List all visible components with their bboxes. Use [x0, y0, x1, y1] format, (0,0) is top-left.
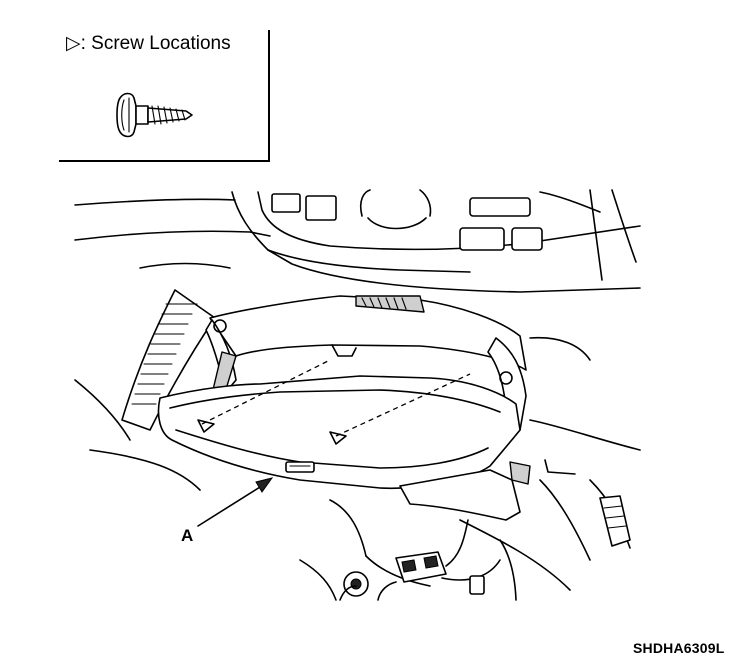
callout-arrow-a	[197, 477, 274, 527]
right-console	[459, 336, 641, 591]
glove-box	[157, 295, 531, 521]
legend-title: ▷: Screw Locations	[66, 32, 231, 55]
legend-label: : Screw Locations	[80, 33, 231, 54]
screw-location-symbol: ▷	[66, 33, 81, 54]
callout-label-a: A	[181, 526, 194, 545]
screw-legend-box: ▷: Screw Locations	[59, 30, 270, 162]
lower-console	[299, 499, 517, 601]
figure-code: SHDHA6309L	[633, 640, 725, 656]
screw-icon	[116, 92, 193, 138]
dashboard-upper	[74, 189, 641, 293]
